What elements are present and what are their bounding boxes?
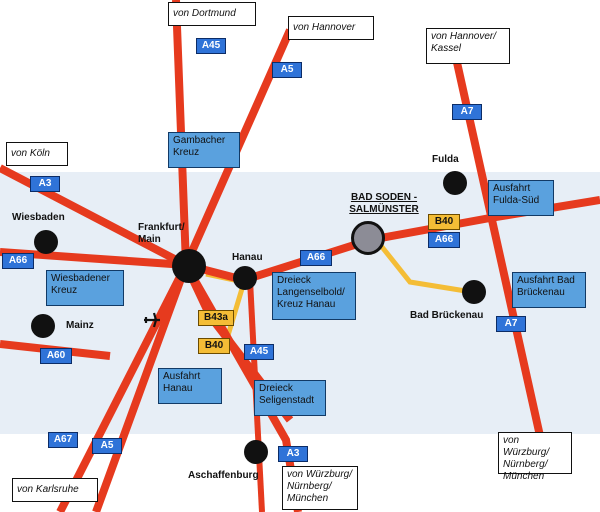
shield-a5-low: A5 [92, 438, 122, 454]
a7-road [448, 39, 546, 446]
shield-a66-mid: A66 [300, 250, 332, 266]
label-bad-soden-salmuenster: BAD SODEN - SALMÜNSTER [349, 192, 419, 215]
shield-a3-left: A3 [30, 176, 60, 192]
city-dot-frankfurt [172, 249, 206, 283]
city-dot-hanau [233, 266, 257, 290]
info-ausfahrt-hanau: Ausfahrt Hanau [158, 368, 222, 404]
shield-b43a: B43a [198, 310, 234, 326]
label-hanau: Hanau [232, 252, 263, 263]
label-fulda: Fulda [432, 154, 459, 165]
shield-b40-right: B40 [428, 214, 460, 230]
airplane-icon [144, 312, 160, 328]
shield-a67: A67 [48, 432, 78, 448]
info-dreieck-seligenstadt: Dreieck Seligenstadt [254, 380, 326, 416]
city-dot-mainz [31, 314, 55, 338]
city-dot-aschaffenburg [244, 440, 268, 464]
b40-bad-bruckenau-road [376, 240, 473, 295]
info-dreieck-langenselbold: Dreieck Langenselbold/ Kreuz Hanau [272, 272, 356, 320]
info-ausfahrt-bad-brueckenau: Ausfahrt Bad Brückenau [512, 272, 586, 308]
origin-wuerzburg-right: von Würzburg/ Nürnberg/ München [498, 432, 572, 482]
shield-a60: A60 [40, 348, 72, 364]
label-bad-brueckenau: Bad Brückenau [410, 310, 484, 321]
shield-a66-right: A66 [428, 232, 460, 248]
city-dot-bad-soden [351, 221, 385, 255]
origin-dortmund: von Dortmund [168, 2, 256, 26]
origin-hannover: von Hannover [288, 16, 374, 40]
origin-koeln: von Köln [6, 142, 68, 166]
info-gambacher-kreuz: Gambacher Kreuz [168, 132, 240, 168]
label-wiesbaden: Wiesbaden [12, 212, 65, 223]
label-mainz: Mainz [66, 320, 94, 331]
city-dot-bad-bruckenau [462, 280, 486, 304]
info-ausfahrt-fulda-sued: Ausfahrt Fulda-Süd [488, 180, 554, 216]
shield-a3-low: A3 [278, 446, 308, 462]
origin-wuerzburg-left: von Würzburg/ Nürnberg/ München [282, 466, 358, 510]
shield-a7-right: A7 [496, 316, 526, 332]
shield-a5-top: A5 [272, 62, 302, 78]
shield-a45-low: A45 [244, 344, 274, 360]
shield-a45-top: A45 [196, 38, 226, 54]
origin-hannover-kassel: von Hannover/ Kassel [426, 28, 510, 64]
city-dot-fulda [443, 171, 467, 195]
label-frankfurt: Frankfurt/ Main [138, 222, 185, 245]
label-aschaffenburg: Aschaffenburg [188, 470, 259, 481]
city-dot-wiesbaden [34, 230, 58, 254]
a67-road [56, 263, 190, 512]
shield-a7-top: A7 [452, 104, 482, 120]
shield-b40-left: B40 [198, 338, 230, 354]
origin-karlsruhe: von Karlsruhe [12, 478, 98, 502]
shield-a66-left: A66 [2, 253, 34, 269]
info-wiesbadener-kreuz: Wiesbadener Kreuz [46, 270, 124, 306]
